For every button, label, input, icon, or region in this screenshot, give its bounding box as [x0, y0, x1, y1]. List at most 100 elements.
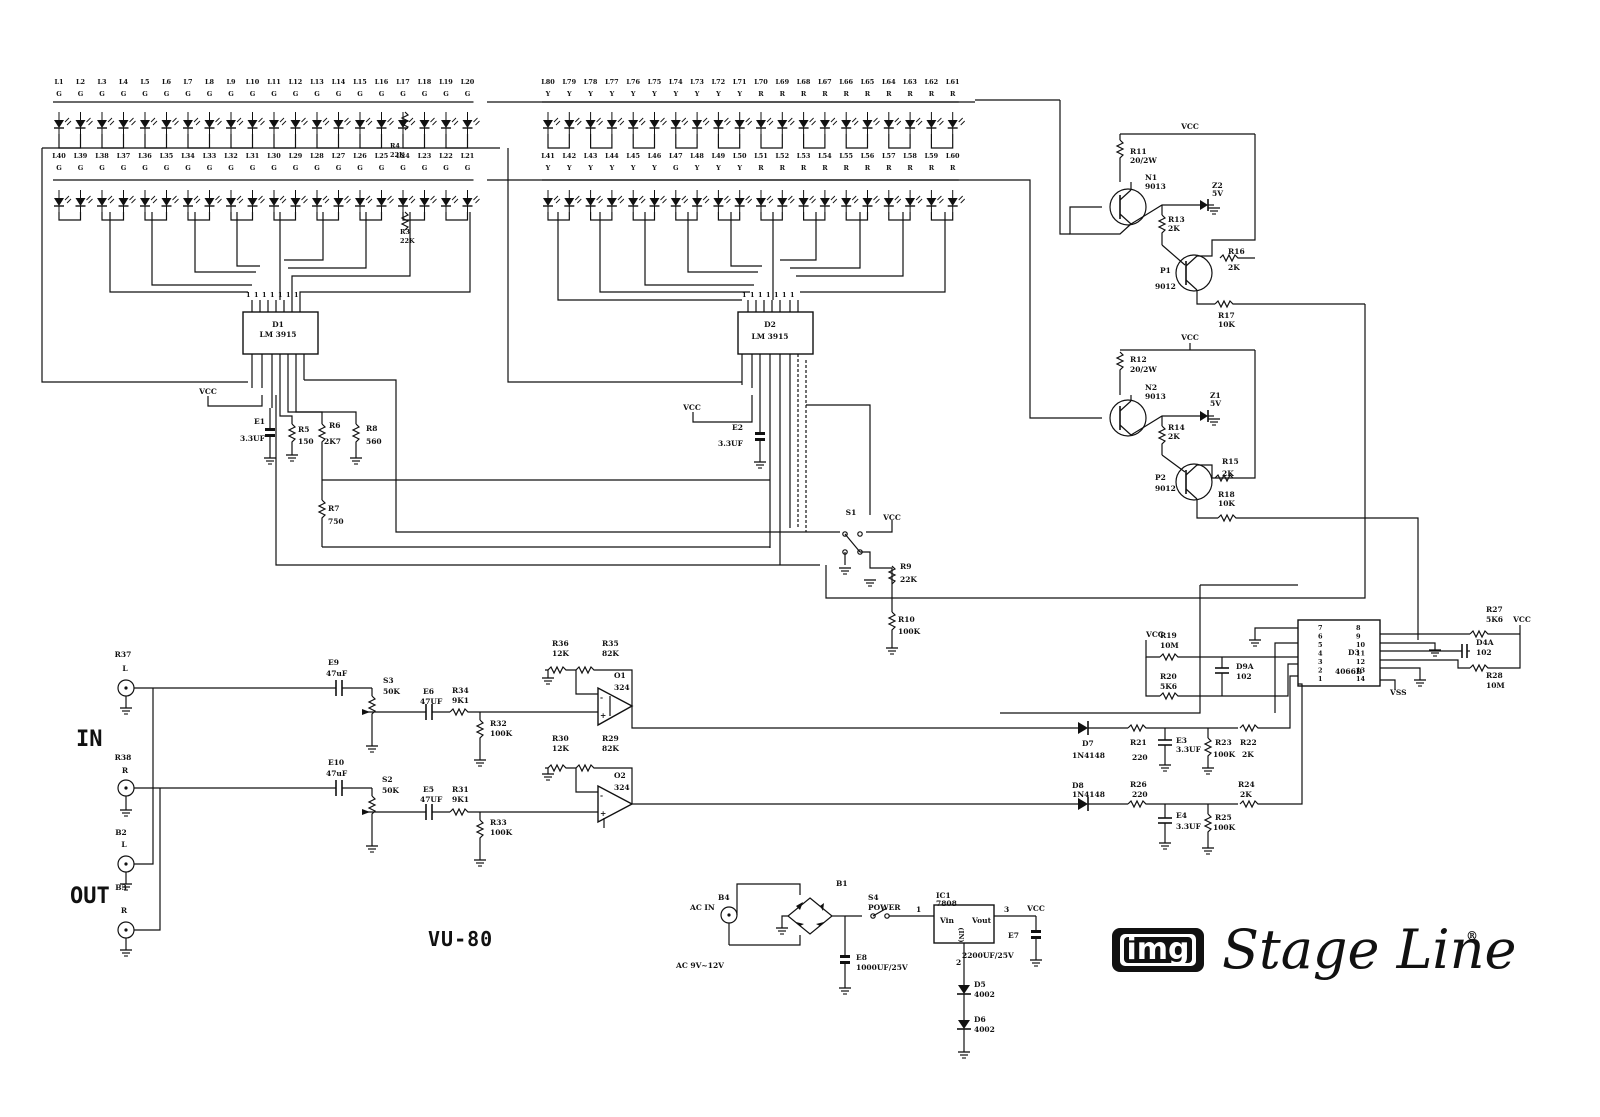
- led-color-top: G: [271, 90, 277, 98]
- svg-text:P1: P1: [1160, 266, 1171, 275]
- svg-text:VCC: VCC: [1180, 333, 1199, 342]
- ground-symbol: [1159, 842, 1171, 850]
- svg-text:R: R: [122, 766, 129, 775]
- svg-text:100K: 100K: [490, 729, 513, 738]
- ground-symbol: [120, 949, 132, 957]
- svg-text:20/2W: 20/2W: [1130, 156, 1157, 165]
- led-diode: [140, 112, 158, 134]
- led-diode: [670, 190, 689, 212]
- led-diode: [777, 112, 795, 134]
- led-color-top: G: [379, 90, 385, 98]
- led-diode: [312, 112, 330, 134]
- led-label-top: L76: [626, 78, 640, 86]
- svg-text:S3: S3: [383, 676, 394, 685]
- led-diode: [926, 190, 944, 212]
- led-label-top: L69: [775, 78, 789, 86]
- led-diode: [947, 190, 966, 212]
- svg-text:IC1: IC1: [936, 891, 951, 900]
- svg-text:R17: R17: [1218, 311, 1235, 320]
- svg-text:-: -: [600, 791, 603, 800]
- svg-text:R: R: [121, 906, 128, 915]
- led-label-top: L73: [690, 78, 704, 86]
- svg-text:R26: R26: [1130, 780, 1147, 789]
- led-color-top: R: [950, 90, 956, 98]
- led-diode: [290, 190, 308, 212]
- svg-text:2K: 2K: [1222, 469, 1234, 478]
- led-color-top: G: [314, 90, 320, 98]
- led-diode: [462, 112, 480, 134]
- svg-text:R31: R31: [452, 785, 469, 794]
- led-label-bottom: L44: [605, 152, 619, 160]
- led-label-bottom: L55: [839, 152, 853, 160]
- svg-text:4002: 4002: [974, 990, 995, 999]
- svg-text:50K: 50K: [383, 687, 400, 696]
- svg-text:LM 3915: LM 3915: [751, 332, 788, 341]
- led-color-top: Y: [630, 90, 636, 98]
- svg-text:S4: S4: [868, 893, 879, 902]
- led-diode: [713, 112, 731, 134]
- svg-text:D4A: D4A: [1476, 638, 1494, 647]
- led-color-top: R: [780, 90, 786, 98]
- svg-text:R30: R30: [552, 734, 569, 743]
- led-color-top: Y: [736, 90, 742, 98]
- led-label-top: L8: [205, 78, 215, 86]
- svg-text:VCC: VCC: [882, 513, 901, 522]
- led-diode: [798, 190, 816, 212]
- led-diode: [543, 112, 561, 134]
- led-color-bottom: G: [207, 164, 213, 172]
- led-color-bottom: Y: [587, 164, 593, 172]
- svg-text:POWER: POWER: [868, 903, 901, 912]
- led-diode: [819, 190, 838, 212]
- d3-pin-right: 12: [1356, 658, 1365, 666]
- led-diode: [290, 112, 308, 134]
- ground-symbol: [1208, 418, 1220, 426]
- svg-text:R5: R5: [298, 425, 309, 434]
- led-diode: [606, 112, 625, 134]
- svg-text:10K: 10K: [1218, 499, 1235, 508]
- svg-text:B2: B2: [115, 828, 127, 837]
- led-color-bottom: R: [843, 164, 849, 172]
- led-color-top: G: [228, 90, 234, 98]
- svg-text:324: 324: [614, 683, 630, 692]
- led-diode: [734, 190, 753, 212]
- svg-text:3.3UF: 3.3UF: [1176, 745, 1202, 754]
- svg-text:R29: R29: [602, 734, 619, 743]
- led-color-bottom: G: [422, 164, 428, 172]
- led-diode: [649, 190, 667, 212]
- led-color-top: G: [99, 90, 105, 98]
- led-color-top: G: [293, 90, 299, 98]
- led-diode: [355, 190, 373, 212]
- led-color-top: G: [357, 90, 363, 98]
- led-color-bottom: Y: [630, 164, 636, 172]
- led-diode: [862, 190, 880, 212]
- svg-text:+: +: [600, 711, 606, 720]
- led-color-bottom: R: [865, 164, 871, 172]
- svg-text:102: 102: [1476, 648, 1492, 657]
- svg-text:R10: R10: [898, 615, 915, 624]
- driver-pin-marker: 1: [758, 291, 763, 299]
- svg-text:R36: R36: [552, 639, 569, 648]
- led-color-top: Y: [545, 90, 551, 98]
- led-label-bottom: L50: [733, 152, 747, 160]
- led-diode: [183, 112, 201, 134]
- led-label-bottom: L53: [797, 152, 811, 160]
- led-diode: [54, 112, 72, 134]
- led-label-bottom: L48: [690, 152, 704, 160]
- led-label-top: L65: [861, 78, 875, 86]
- led-label-bottom: L43: [584, 152, 598, 160]
- led-label-bottom: L58: [903, 152, 917, 160]
- led-diode: [905, 190, 923, 212]
- led-diode: [926, 112, 944, 134]
- svg-text:102: 102: [1236, 672, 1252, 681]
- svg-text:R23: R23: [1215, 738, 1232, 747]
- driver-pin-marker: 1: [750, 291, 755, 299]
- led-diode: [628, 112, 646, 134]
- led-diode: [269, 112, 287, 134]
- led-diode: [183, 190, 201, 212]
- led-label-bottom: L29: [289, 152, 303, 160]
- ground-symbol: [1202, 767, 1214, 775]
- led-label-bottom: L41: [541, 152, 555, 160]
- led-diode: [75, 112, 93, 134]
- led-color-top: R: [843, 90, 849, 98]
- svg-text:2K: 2K: [1242, 750, 1254, 759]
